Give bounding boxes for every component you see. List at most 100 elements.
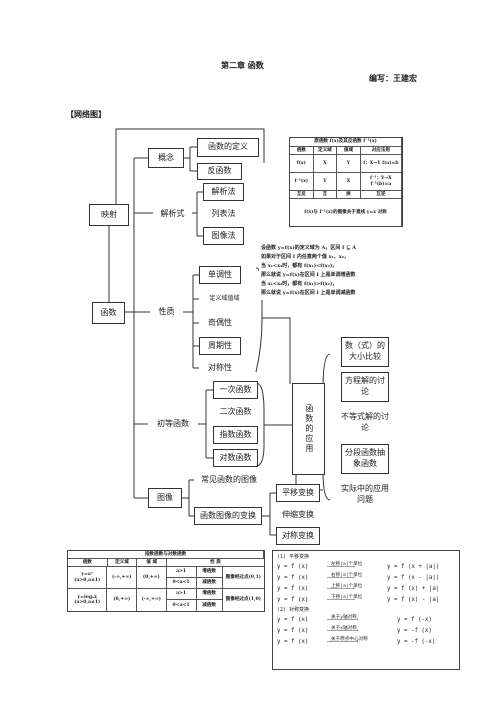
periodicity-node: 周期性 [199, 337, 241, 355]
inverse-r2-c4: f⁻¹：Y→X f⁻¹(b)=a [360, 173, 402, 191]
log-func-cell: y=logₐx (a>0,a≠1) [68, 589, 108, 611]
arrow-right-icon: ————————→ [327, 628, 359, 634]
inverse-function-table: 原函数 f(x)及其反函数 f⁻¹(x) 函数 定义域 值域 对应法则 f(x)… [289, 137, 403, 227]
exp-decreasing: 减函数 [196, 578, 223, 589]
graph-node: 图像 [148, 488, 182, 508]
translation-row-2: y = f (x) 右移|a|个单位 ———————→ y = f (x - |… [277, 573, 455, 584]
symmetry-3-from: y = f (x) [277, 639, 309, 645]
monotonic-line-1: 设函数 y=f(x)的定义域为 A，区间 I ⊆ A [261, 245, 356, 251]
translation-3-from: y = f (x) [277, 586, 309, 592]
inverse-r3-c2: 互 [313, 191, 338, 199]
symmetry-2-from: y = f (x) [277, 628, 309, 634]
graph-method-node: 图像法 [203, 227, 244, 245]
inverse-r2-c2: Y [313, 173, 338, 191]
concept-node: 概念 [148, 148, 184, 168]
exp-point-cell: 图像经过点(0,1) [222, 567, 264, 589]
exp-increasing: 增函数 [196, 567, 223, 578]
linear-function-node: 一次函数 [213, 381, 258, 399]
section-heading: 【网络图】 [66, 109, 106, 119]
symmetry-row-2: y = f (x) 关于x轴对称 ————————→ y = -f (x) [277, 626, 455, 637]
property-node: 性质 [150, 302, 183, 322]
parity-node: 奇偶性 [199, 314, 241, 332]
table-method-node: 列表法 [203, 205, 244, 223]
translation-3-to: y = f (x) + |a| [387, 586, 440, 592]
translation-row-1: y = f (x) 左移|a|个单位 ———————→ y = f (x + |… [277, 562, 455, 573]
monotonic-line-5: 当 x₁<x₂时，都有 f(x₁)>f(x₂)， [261, 281, 338, 287]
translation-4-to: y = f (x) - |a| [387, 597, 440, 603]
log-a-lt1: 0<a<1 [167, 600, 197, 611]
arrow-right-icon: ———————→ [327, 586, 355, 592]
exp-log-table: 指数函数与对数函数 函数 定义域 值 域 性 质 y=aˣ (a>0,a≠1) … [67, 550, 265, 612]
inverse-function-node: 反函数 [197, 163, 242, 180]
application-center-node: 函数的应用 [292, 383, 325, 475]
monotonic-line-6: 那么就说 y=f(x)在区间 I 上是单调减函数 [261, 290, 356, 296]
monotonicity-node: 单调性 [199, 266, 241, 284]
translation-2-to: y = f (x - |a|) [387, 575, 440, 581]
arrow-right-icon: ———————→ [327, 575, 355, 581]
inverse-r1-c2: X [313, 155, 338, 173]
exp-range-cell: (0,+∞) [137, 567, 167, 589]
log-point-cell: 图像经过点(1,0) [225, 597, 261, 603]
exp-log-header-domain: 定义域 [107, 559, 138, 567]
symmetry-3-to: y = -f (-x) [397, 639, 436, 645]
translation-2-label: 右移|a|个单位 [331, 573, 363, 578]
translation-1-from: y = f (x) [277, 564, 309, 570]
inverse-table-title: 原函数 f(x)及其反函数 f⁻¹(x) [290, 138, 402, 147]
monotonic-note: 设函数 y=f(x)的定义域为 A，区间 I ⊆ A 如果对于区间 I 内任意两… [259, 244, 418, 300]
exp-log-header-range: 值 域 [137, 559, 167, 567]
symmetry-node: 对称性 [199, 359, 241, 377]
log-function-node: 对数函数 [213, 449, 258, 467]
monotonic-line-3: 当 x₁<x₂时，都有 f(x₁)<f(x₂)， [261, 263, 338, 269]
exp-func-cell: y=aˣ (a>0,a≠1) [68, 567, 108, 589]
elementary-function-node: 初等函数 [148, 414, 198, 434]
piecewise-function-node: 分段函数抽象函数 [341, 444, 389, 474]
translation-4-from: y = f (x) [277, 597, 309, 603]
practical-application-node: 实际中的应用问题 [341, 480, 389, 510]
inverse-r3-c1: 互反 [290, 191, 314, 199]
log-decreasing: 减函数 [197, 600, 223, 611]
arrow-right-icon: ———————→ [327, 597, 355, 603]
compare-size-node: 数（式）的大小比较 [341, 337, 389, 367]
domain-range-node: 定义域值域 [199, 289, 250, 309]
symmetry-1-label: 关于y轴对称 [331, 615, 357, 620]
exp-domain-cell: (-∞,+∞) [107, 567, 138, 589]
inverse-r3-c3: 换 [337, 191, 361, 199]
symmetry-row-1: y = f (x) 关于y轴对称 ————————→ y = f (-x) [277, 615, 455, 626]
arrow-right-icon: ————————→ [327, 617, 359, 623]
log-domain-cell: (0,+∞) [107, 589, 138, 611]
arrow-right-icon: ———————→ [327, 564, 355, 570]
common-graphs-node: 常见函数的图像 [194, 471, 264, 489]
inverse-table-footer: f(x)与 f⁻¹(x)的图像关于直线 y=x 对称 [290, 199, 402, 226]
chapter-title: 第二章 函数 [221, 60, 264, 70]
exp-log-header-func: 函数 [68, 559, 108, 567]
translation-2-from: y = f (x) [277, 575, 309, 581]
inverse-r1-c4: f：X→Y f(a)=b [360, 155, 402, 173]
translation-heading: (1) 平移变换 [277, 554, 310, 560]
log-range-cell: (-∞,+∞) [137, 589, 167, 611]
symmetry-3-label: 关于原点中心对称 [331, 637, 368, 642]
exponential-function-node: 指数函数 [213, 426, 258, 444]
inequality-discussion-node: 不等式解的讨论 [341, 408, 389, 438]
symmetry-2-label: 关于x轴对称 [331, 626, 357, 631]
inverse-header-rule: 对应法则 [360, 147, 402, 155]
symmetry-1-from: y = f (x) [277, 617, 309, 623]
graph-transform-node: 函数图像的变换 [194, 507, 262, 525]
translation-row-3: y = f (x) 上移|a|个单位 ———————→ y = f (x) + … [277, 584, 455, 595]
monotonic-line-4: 那么就说 y=f(x)在区间 I 上是单调增函数 [261, 272, 356, 278]
analytic-method-node: 解析法 [203, 183, 244, 201]
translation-4-label: 下移|a|个单位 [331, 595, 363, 600]
equation-discussion-node: 方程解的讨论 [341, 372, 389, 402]
mapping-node: 映射 [89, 204, 129, 226]
stretch-transform-node: 伸缩变换 [276, 506, 320, 524]
inverse-header-domain: 定义域 [313, 147, 338, 155]
translation-transform-node: 平移变换 [276, 484, 320, 502]
inverse-r1-c1: f(x) [290, 155, 314, 173]
translation-3-label: 上移|a|个单位 [331, 584, 363, 589]
translation-1-label: 左移|a|个单位 [331, 562, 363, 567]
log-a-gt1: a>1 [166, 589, 197, 600]
symmetry-heading: (2) 对称变换 [277, 607, 310, 613]
quadratic-function-node: 二次函数 [213, 403, 258, 421]
transform-table: (1) 平移变换 y = f (x) 左移|a|个单位 ———————→ y =… [272, 550, 460, 670]
inverse-r2-c1: f⁻¹(x) [290, 173, 314, 191]
inverse-r3-c4: 互逆 [360, 191, 402, 199]
